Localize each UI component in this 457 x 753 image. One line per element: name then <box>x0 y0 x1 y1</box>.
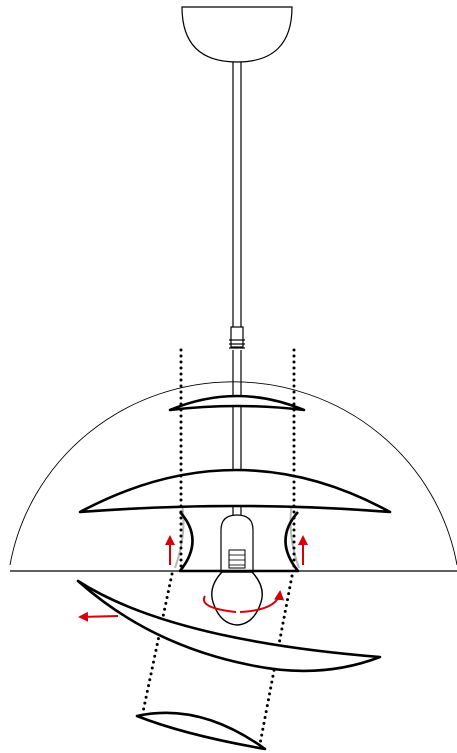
exploded-small-shade <box>135 711 267 751</box>
guide-lines-vertical <box>179 348 296 570</box>
inner-shade <box>178 511 300 573</box>
exploded-shade <box>76 579 382 673</box>
left-arrow-icon <box>78 611 119 622</box>
bulb-socket <box>220 514 254 573</box>
up-arrow-icon <box>165 535 308 565</box>
suspension-rod <box>232 62 242 330</box>
ceiling-canopy <box>181 6 293 63</box>
top-shade <box>168 394 306 412</box>
light-bulb <box>211 571 263 626</box>
rod-coupling <box>229 326 245 349</box>
outer-dome-outline <box>9 381 457 566</box>
middle-shade <box>78 468 392 514</box>
rotate-arrow-icon <box>202 590 285 613</box>
guide-lines-exploded <box>141 572 294 746</box>
